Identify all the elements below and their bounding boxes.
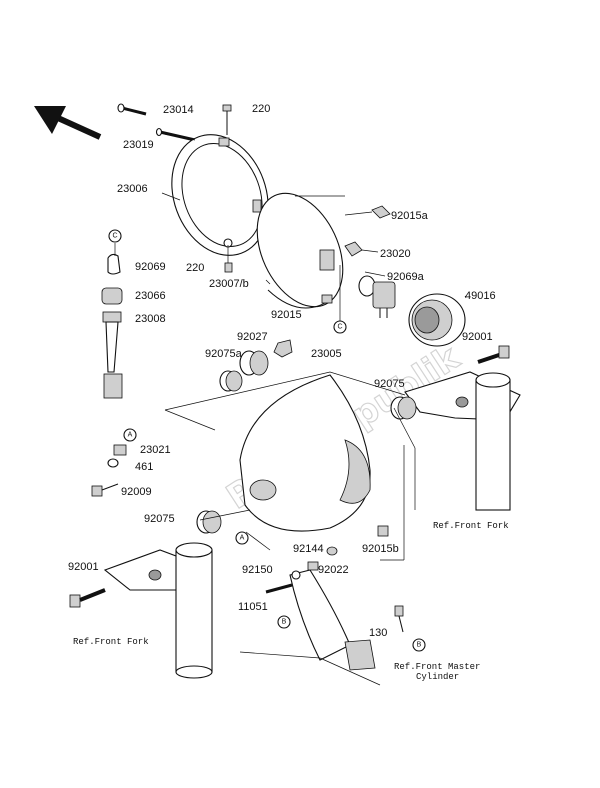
part-label-23014: 23014 [163, 104, 194, 116]
marker-a-top: A [123, 428, 137, 442]
marker-a-top-text: A [128, 432, 133, 439]
bolt-92001-left-icon [69, 588, 106, 608]
ref-label-front-fork-right: Ref.Front Fork [433, 521, 509, 531]
headlight-housing-23005-icon [164, 371, 406, 532]
part-label-23006: 23006 [117, 183, 148, 195]
part-label-92009: 92009 [121, 486, 152, 498]
marker-b-right: B [412, 638, 426, 652]
nut-92144-icon [307, 561, 319, 571]
part-label-23020: 23020 [380, 248, 411, 260]
headlight-rim-icon [171, 134, 269, 256]
socket-23020-icon [344, 241, 363, 257]
marker-a-bottom-text: A [240, 535, 245, 542]
headlight-unit-icon [256, 192, 345, 309]
screw-23014-icon [155, 127, 196, 142]
ref-label-master-cylinder-line2: Cylinder [416, 672, 459, 682]
screw-220-top-icon [222, 104, 232, 135]
part-label-92001-left: 92001 [68, 561, 99, 573]
part-label-11051: 11051 [238, 601, 268, 613]
washer-461-icon [107, 458, 119, 468]
fork-tube-left-icon [175, 542, 213, 679]
fork-tube-right-icon [475, 372, 511, 511]
bolt-130-icon [394, 605, 404, 633]
nut-23021-icon [113, 444, 127, 456]
part-label-92015a: 92015a [391, 210, 429, 222]
part-label-23008: 23008 [135, 313, 166, 325]
marker-c-bottom: C [333, 320, 347, 334]
part-label-92027: 92027 [237, 331, 268, 343]
dust-boot-49016-icon [408, 293, 466, 347]
part-label-92069: 92069 [135, 261, 166, 273]
clip-92022-icon [326, 546, 338, 556]
part-label-92069a: 92069a [387, 271, 425, 283]
socket-harness-23008-icon [102, 311, 123, 399]
marker-b-left-text: B [282, 619, 287, 626]
screw-92150-icon [265, 583, 293, 594]
marker-c-top-text: C [112, 233, 117, 240]
clip-92015a-icon [371, 205, 391, 219]
part-label-49016: 49016 [465, 290, 496, 302]
spacer-92027-icon [239, 350, 269, 376]
part-label-23019: 23019 [123, 139, 154, 151]
part-label-92075-left: 92075 [144, 513, 175, 525]
marker-a-bottom: A [235, 531, 249, 545]
part-label-92015: 92015 [271, 309, 302, 321]
spacer-92075-left-icon [196, 510, 222, 534]
part-label-461: 461 [135, 461, 153, 473]
bolt-92009-icon [91, 483, 119, 497]
marker-c-bottom-text: C [337, 324, 342, 331]
leader-lines [114, 133, 467, 561]
part-label-92150: 92150 [242, 564, 273, 576]
part-label-23021: 23021 [140, 444, 171, 456]
bolt-92001-right-icon [477, 345, 510, 364]
part-label-92001-right: 92001 [462, 331, 493, 343]
part-label-130: 130 [369, 627, 387, 639]
nut-92015-icon [273, 339, 293, 358]
direction-arrow-icon [34, 106, 102, 140]
screw-220-bottom-icon [224, 245, 233, 273]
spacer-92075a-icon [219, 370, 243, 392]
part-label-92015b: 92015b [362, 543, 399, 555]
clip-92015b-icon [377, 525, 389, 537]
part-label-92075-right: 92075 [374, 378, 405, 390]
ref-label-front-fork-left: Ref.Front Fork [73, 637, 149, 647]
part-label-92075a: 92075a [205, 348, 243, 360]
marker-c-top: C [108, 229, 122, 243]
part-label-220-top: 220 [252, 103, 270, 115]
part-label-23066: 23066 [135, 290, 166, 302]
spacer-92075-right-icon [390, 396, 417, 420]
part-label-92144: 92144 [293, 543, 324, 555]
part-label-92022: 92022 [318, 564, 349, 576]
screw-23019-icon [117, 103, 147, 116]
bracket-11051-icon [239, 569, 381, 686]
bulb-92069a-icon [358, 275, 396, 318]
part-label-220-bottom: 220 [186, 262, 204, 274]
cap-92069-icon [107, 253, 121, 275]
grommet-23066-icon [101, 287, 123, 305]
part-label-23005: 23005 [311, 348, 342, 360]
marker-b-left: B [277, 615, 291, 629]
part-label-23007b: 23007/b [209, 278, 249, 290]
ref-label-master-cylinder-line1: Ref.Front Master [394, 662, 480, 672]
marker-b-right-text: B [417, 642, 422, 649]
